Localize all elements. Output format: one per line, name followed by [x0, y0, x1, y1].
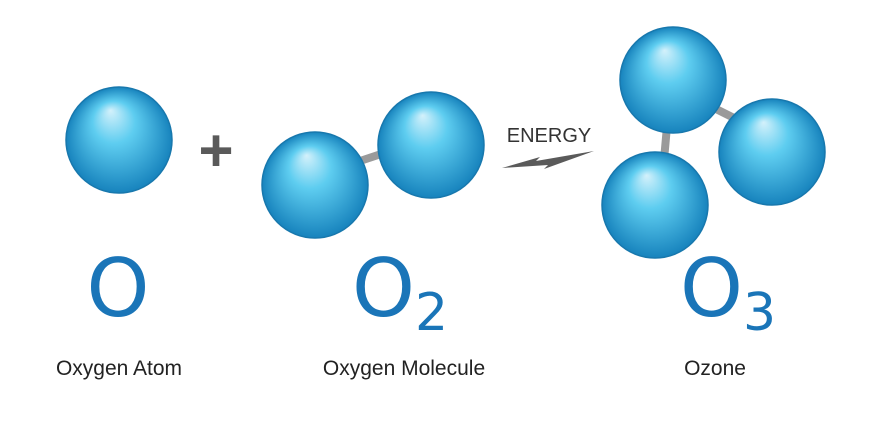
oxygen-molecule-group [261, 91, 485, 239]
ozone-sphere-top [619, 26, 727, 134]
ozone-subscript: 3 [743, 283, 776, 343]
oxygen-molecule-formula: O2 [352, 242, 448, 343]
energy-label: ENERGY [507, 125, 591, 147]
ozone-sphere-right [718, 98, 826, 206]
oxygen-molecule-caption: Oxygen Molecule [323, 357, 485, 380]
ozone-sphere-bottom [601, 151, 709, 259]
oxygen-atom-formula: O [87, 242, 150, 335]
lightning-bolt-icon [502, 151, 594, 169]
ozone-symbol: O [680, 242, 743, 335]
ozone-caption: Ozone [684, 357, 746, 380]
ozone-formula: O3 [680, 242, 776, 343]
oxygen-molecule-subscript: 2 [415, 283, 448, 343]
oxygen-atom-sphere [65, 86, 173, 194]
oxygen-atom-group [65, 86, 173, 194]
oxygen-molecule-sphere-right [377, 91, 485, 199]
ozone-molecule-group [601, 26, 826, 259]
oxygen-atom-symbol: O [87, 242, 150, 335]
oxygen-molecule-sphere-left [261, 131, 369, 239]
oxygen-atom-caption: Oxygen Atom [56, 357, 182, 380]
plus-sign: + [198, 117, 233, 184]
oxygen-molecule-symbol: O [352, 242, 415, 335]
